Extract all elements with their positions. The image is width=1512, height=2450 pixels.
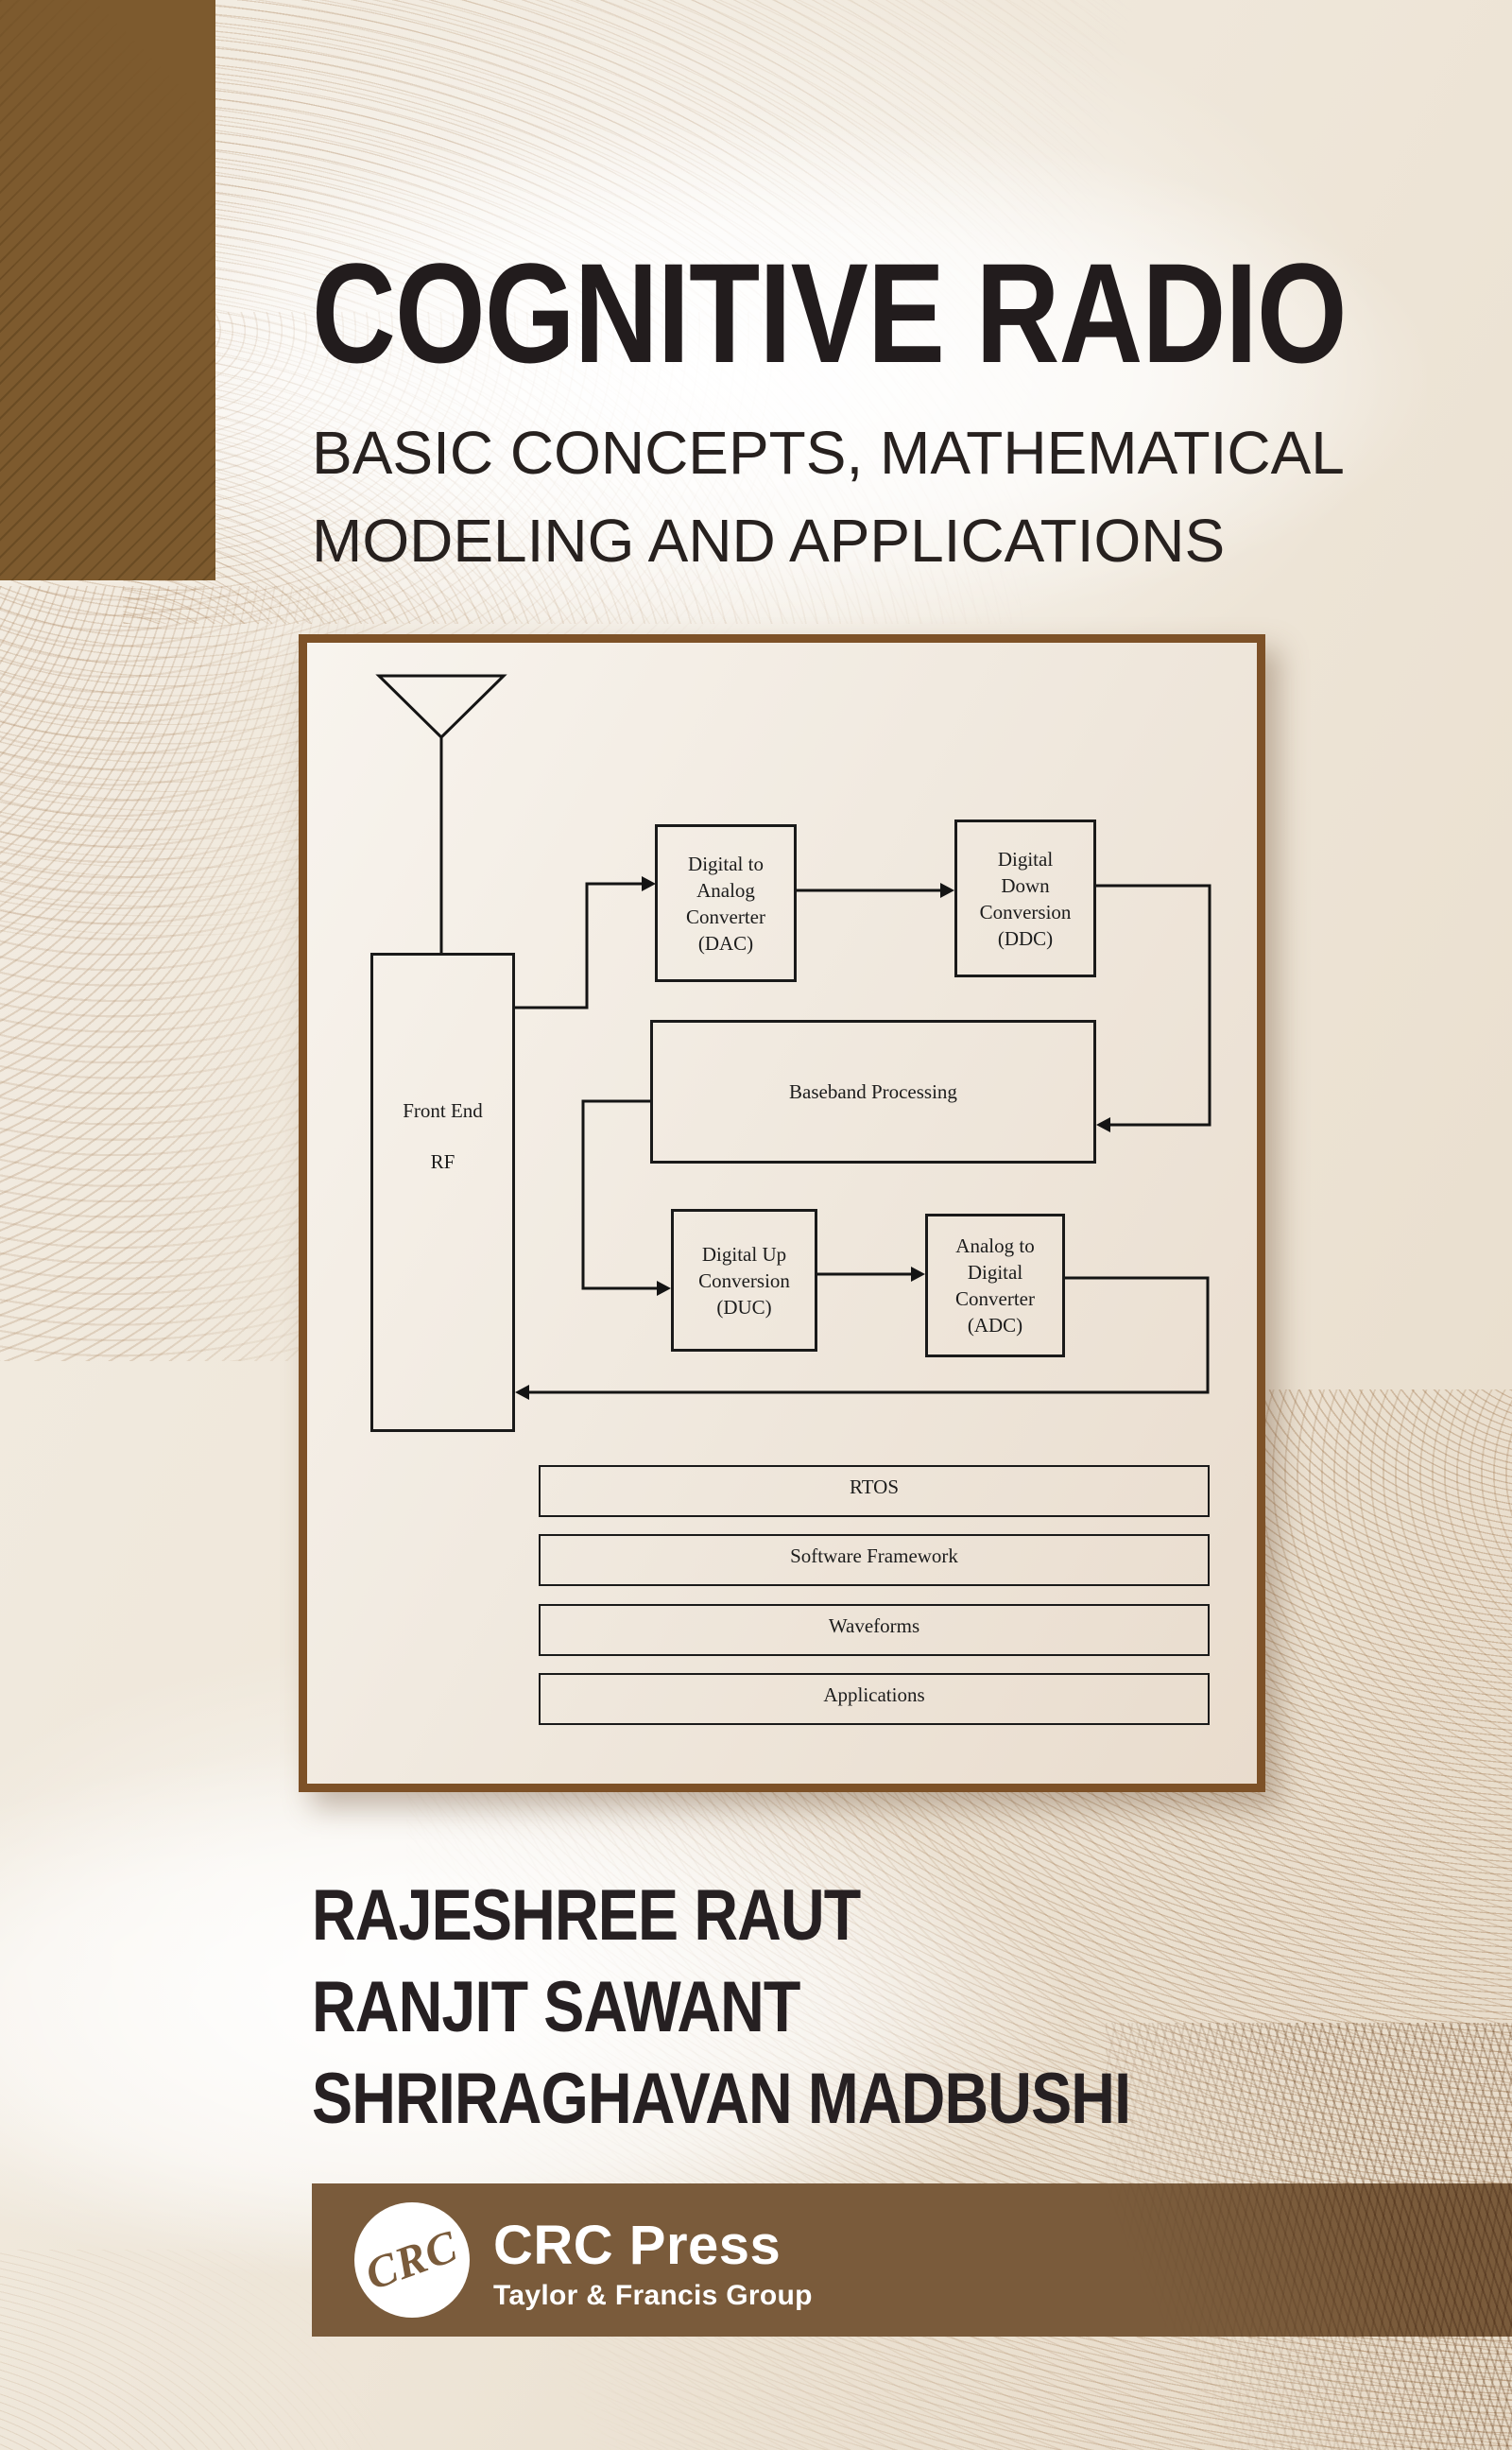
publisher-band: CRC CRC Press Taylor & Francis Group	[312, 2183, 1512, 2337]
block-label: (DDC)	[997, 926, 1054, 950]
antenna-icon	[375, 674, 507, 740]
block-label: Converter	[955, 1287, 1035, 1310]
block-label: Analog	[696, 878, 755, 902]
block-duc: Digital Up Conversion (DUC)	[671, 1209, 817, 1352]
block-rf-front-end: Front End RF	[370, 953, 515, 1432]
author-name-3: SHRIRAGHAVAN MADBUSHI	[312, 2059, 1131, 2139]
layer-bar-rtos: RTOS	[539, 1465, 1210, 1517]
block-label: Baseband Processing	[789, 1080, 957, 1103]
block-ddc: Digital Down Conversion (DDC)	[954, 820, 1096, 977]
block-label: Conversion	[979, 900, 1072, 923]
layer-bar-waveforms: Waveforms	[539, 1604, 1210, 1656]
layer-bar-software-framework: Software Framework	[539, 1534, 1210, 1586]
block-label: Digital to	[688, 852, 764, 875]
block-label: Front End	[403, 1099, 483, 1122]
page-title: COGNITIVE RADIO	[312, 233, 1348, 392]
block-label: RF	[430, 1150, 455, 1173]
block-baseband-processing: Baseband Processing	[650, 1020, 1096, 1164]
block-label: Conversion	[698, 1268, 790, 1292]
block-label: (ADC)	[967, 1314, 1023, 1337]
subtitle-block: BASIC CONCEPTS, MATHEMATICAL MODELING AN…	[312, 409, 1345, 585]
block-label: Analog to	[955, 1234, 1035, 1257]
title-block: COGNITIVE RADIO	[312, 242, 1512, 384]
subtitle-line-1: BASIC CONCEPTS, MATHEMATICAL	[312, 419, 1345, 487]
connector-baseband-to-duc	[581, 1099, 657, 1290]
block-label: Down	[1001, 873, 1050, 897]
connector-ddc-to-baseband	[1096, 884, 1211, 1127]
arrowheads	[515, 876, 1110, 1400]
block-label: (DUC)	[716, 1295, 772, 1319]
connector-adc-to-frontend	[529, 1276, 1210, 1394]
block-label: Converter	[686, 905, 765, 928]
block-label: Digital Up	[701, 1242, 787, 1266]
crc-monogram: CRC	[359, 2220, 465, 2300]
block-dac: Digital to Analog Converter (DAC)	[655, 824, 797, 982]
subtitle-line-2: MODELING AND APPLICATIONS	[312, 507, 1226, 575]
crc-logo-icon: CRC	[354, 2202, 470, 2318]
publisher-tagline: Taylor & Francis Group	[493, 2279, 813, 2311]
layer-bar-applications: Applications	[539, 1673, 1210, 1725]
connector-frontend-to-dac	[515, 882, 642, 1009]
connector-svg	[375, 674, 1211, 1400]
block-adc: Analog to Digital Converter (ADC)	[925, 1214, 1065, 1357]
publisher-text: CRC Press Taylor & Francis Group	[493, 2216, 813, 2312]
diagram-panel: Front End RF Digital to Analog Converter…	[299, 634, 1265, 1792]
brown-corner-decoration	[0, 0, 215, 580]
author-name-2: RANJIT SAWANT	[312, 1967, 800, 2047]
author-name-1: RAJESHREE RAUT	[312, 1875, 861, 1956]
authors-block: RAJESHREE RAUT RANJIT SAWANT SHRIRAGHAVA…	[312, 1870, 1275, 2145]
publisher-name: CRC Press	[493, 2215, 782, 2276]
block-label: Digital	[997, 847, 1054, 871]
block-label: Digital	[967, 1261, 1023, 1284]
block-label: (DAC)	[697, 931, 754, 955]
